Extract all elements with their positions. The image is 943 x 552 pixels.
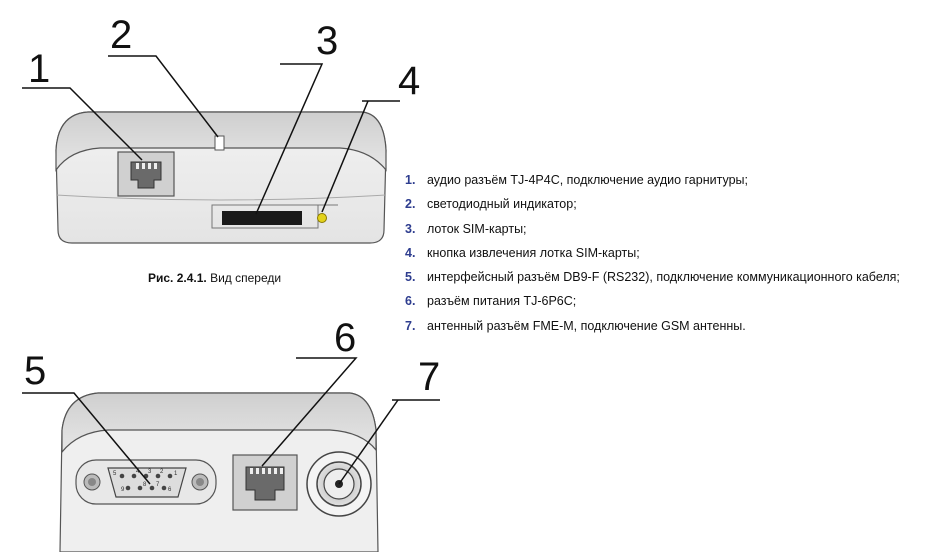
back-view-figure: 5 4 3 2 1 9 8 7 6 5 6 7: [22, 316, 440, 552]
db9-pin-2: 2: [160, 469, 164, 475]
legend-item: 5. интерфейсный разъём DB9-F (RS232), под…: [405, 265, 900, 289]
legend-text: кнопка извлечения лотка SIM-карты;: [427, 245, 640, 260]
legend-text: светодиодный индикатор;: [427, 197, 577, 212]
caption-label: Рис. 2.4.1.: [148, 271, 207, 285]
legend-text: разъём питания TJ-6P6C;: [427, 294, 577, 309]
legend-list: 1. аудио разъём TJ-4P4C, подключение ауди…: [405, 168, 900, 338]
legend-text: антенный разъём FME-M, подключение GSM а…: [427, 318, 746, 333]
db9-pin-3: 3: [148, 469, 152, 475]
callout-lines-back: [22, 357, 440, 485]
legend-number: 7.: [405, 318, 416, 333]
callout-2: 2: [110, 13, 132, 57]
legend-text: аудио разъём TJ-4P4C, подключение аудио …: [427, 173, 748, 187]
device-body-back: [59, 392, 379, 552]
legend-item: 4. кнопка извлечения лотка SIM-карты;: [405, 241, 900, 265]
db9-pin-7: 7: [156, 482, 160, 488]
power-jack-tj6p6c: [232, 454, 298, 511]
legend-number: 6.: [405, 294, 416, 309]
db9-pin-9: 9: [121, 487, 125, 493]
legend-number: 1.: [405, 173, 416, 187]
legend-number: 2.: [405, 197, 416, 212]
front-view-figure: 1 2 3: [22, 13, 400, 244]
legend-item: 2. светодиодный индикатор;: [405, 192, 900, 216]
figure-caption: Рис. 2.4.1. Вид спереди: [148, 271, 281, 285]
sim-eject-button: [317, 213, 327, 223]
callout-1: 1: [28, 47, 50, 91]
db9-pin-6: 6: [168, 487, 172, 493]
db9-connector: 5 4 3 2 1 9 8 7 6: [75, 459, 217, 505]
db9-pin-4: 4: [136, 469, 140, 475]
callout-5: 5: [24, 349, 46, 393]
legend-item: 7. антенный разъём FME-M, подключение GSM…: [405, 314, 900, 338]
legend-number: 4.: [405, 245, 416, 260]
callout-3: 3: [316, 19, 338, 63]
callout-6: 6: [334, 316, 356, 360]
legend-item: 3. лоток SIM-карты;: [405, 217, 900, 241]
callout-lines: [22, 55, 400, 215]
legend-item: 6. разъём питания TJ-6P6C;: [405, 289, 900, 313]
led-indicator: [214, 135, 225, 151]
legend-number: 3.: [405, 221, 416, 236]
caption-text: Вид спереди: [206, 271, 282, 285]
legend-text: лоток SIM-карты;: [427, 221, 527, 236]
legend-item: 1. аудио разъём TJ-4P4C, подключение ауди…: [405, 168, 900, 192]
legend-text: интерфейсный разъём DB9-F (RS232), подкл…: [427, 270, 900, 285]
sim-tray: [211, 204, 338, 229]
callout-7: 7: [418, 355, 440, 399]
db9-pin-8: 8: [143, 482, 147, 488]
audio-jack-tj4p4c: [117, 151, 175, 197]
legend-number: 5.: [405, 270, 416, 285]
callout-4: 4: [398, 60, 420, 102]
callout-4-wrapper: 4: [398, 60, 420, 102]
db9-pin-1: 1: [174, 471, 178, 477]
db9-pin-5: 5: [113, 471, 117, 477]
